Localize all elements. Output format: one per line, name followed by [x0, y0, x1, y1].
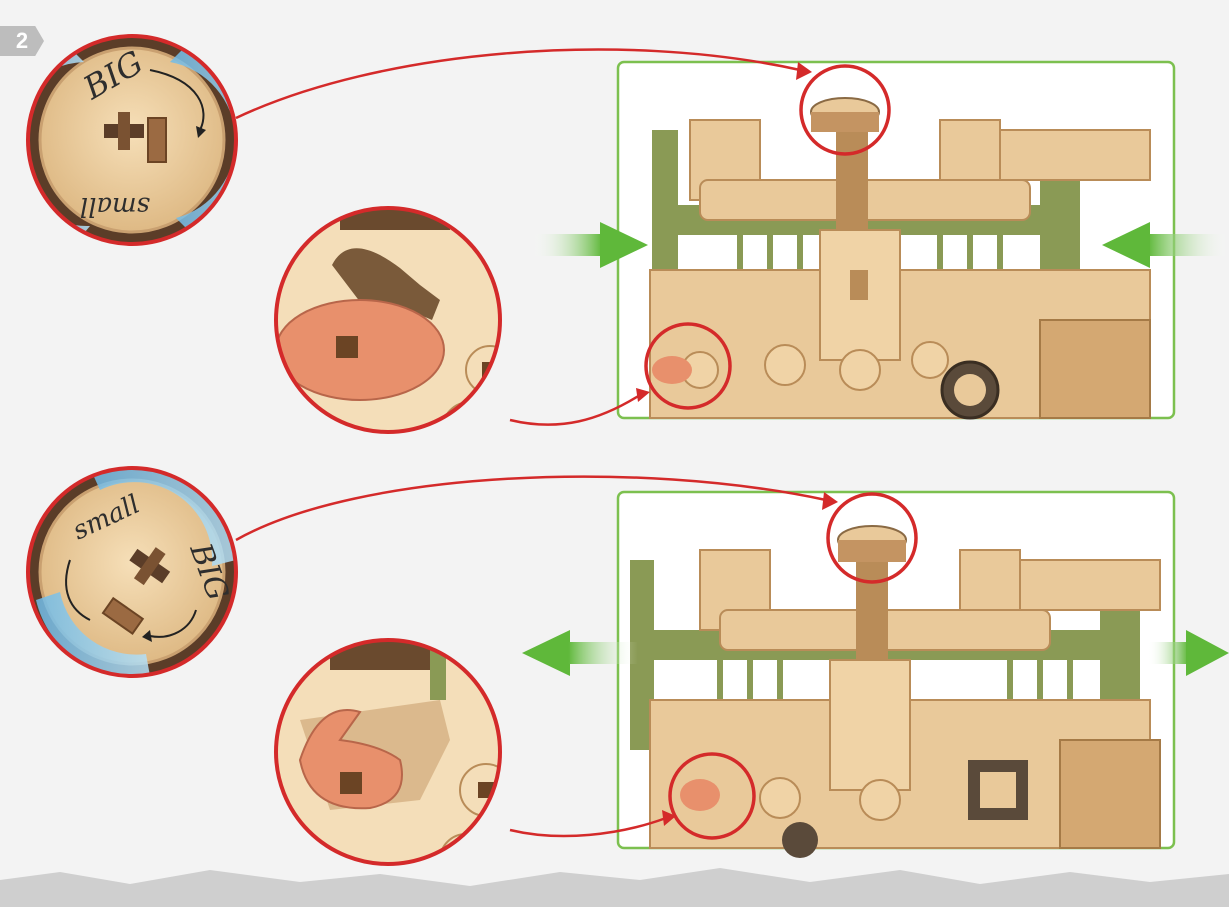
- top-dial-zoom: BIG small: [0, 30, 273, 260]
- bottom-dial-zoom: small BIG: [20, 457, 250, 692]
- top-dial-small-text: small: [80, 191, 150, 221]
- top-cam-zoom: [276, 208, 514, 458]
- torn-paper-edge: [0, 868, 1229, 907]
- bottom-cam-zoom: [276, 640, 512, 886]
